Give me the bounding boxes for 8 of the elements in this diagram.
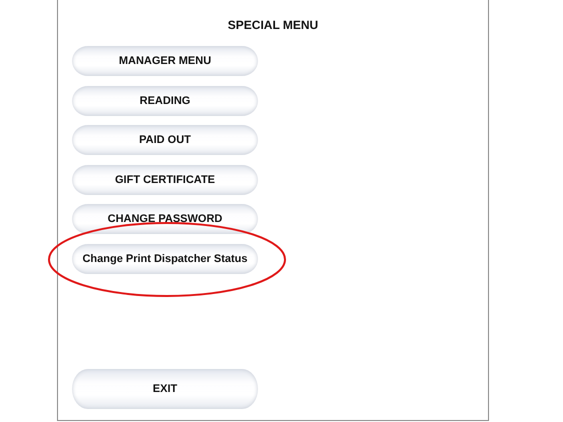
menu-button: MANAGER MENU (72, 46, 258, 76)
menu-button: CHANGE PASSWORD (72, 204, 258, 234)
menu-button: Change Print Dispatcher Status (72, 244, 258, 274)
menu-button: EXIT (72, 369, 258, 409)
menu-button: GIFT CERTIFICATE (72, 165, 258, 195)
menu-button: READING (72, 86, 258, 116)
menu-button: PAID OUT (72, 125, 258, 155)
menu-title: SPECIAL MENU (226, 18, 320, 32)
